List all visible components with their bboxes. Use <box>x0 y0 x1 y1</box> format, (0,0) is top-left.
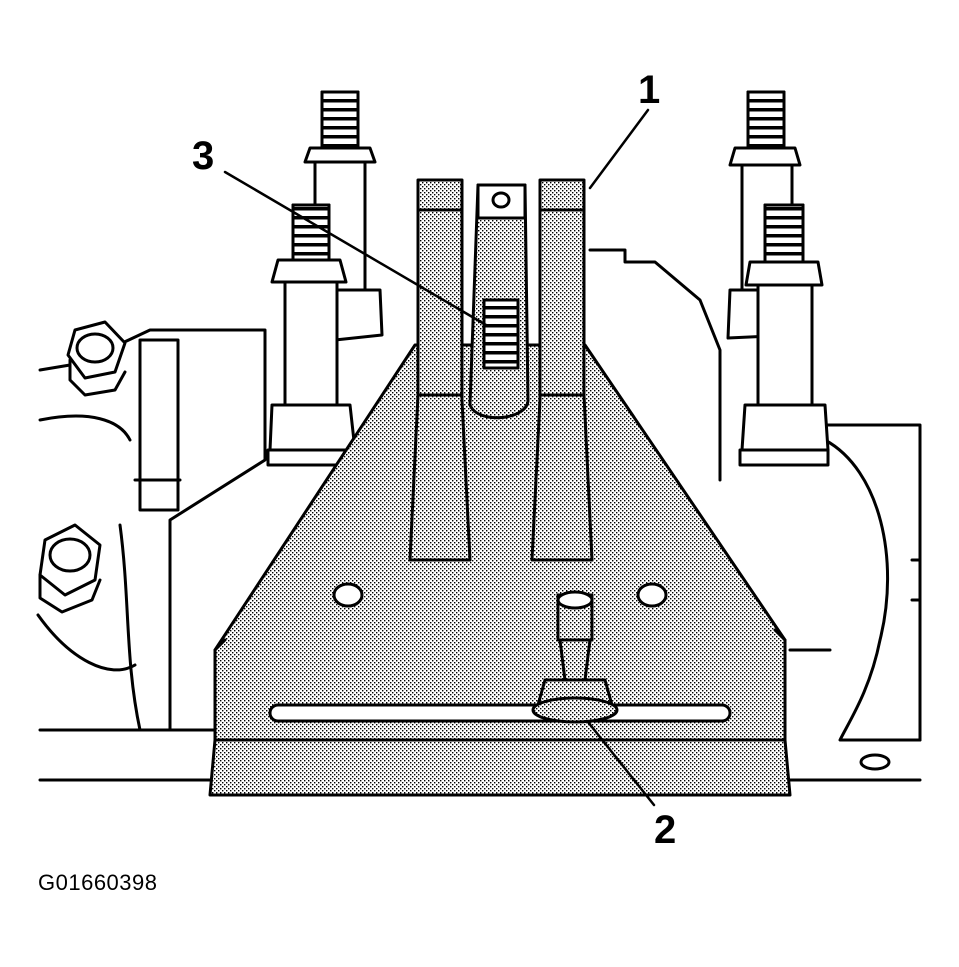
right-housing <box>588 248 922 782</box>
figure-id: G01660398 <box>38 870 158 895</box>
left-upper-nut <box>66 320 127 397</box>
center-screw <box>482 298 520 370</box>
left-housing <box>36 328 267 782</box>
tool-plate <box>208 343 792 797</box>
adjusting-bolt <box>531 590 619 724</box>
callout-3: 3 <box>192 134 215 178</box>
callout-2: 2 <box>654 808 677 852</box>
right-front-stud <box>738 203 830 467</box>
left-lower-nut <box>38 523 102 614</box>
leader-lines <box>223 108 656 807</box>
left-front-stud <box>266 203 357 467</box>
callout-1: 1 <box>638 68 661 112</box>
